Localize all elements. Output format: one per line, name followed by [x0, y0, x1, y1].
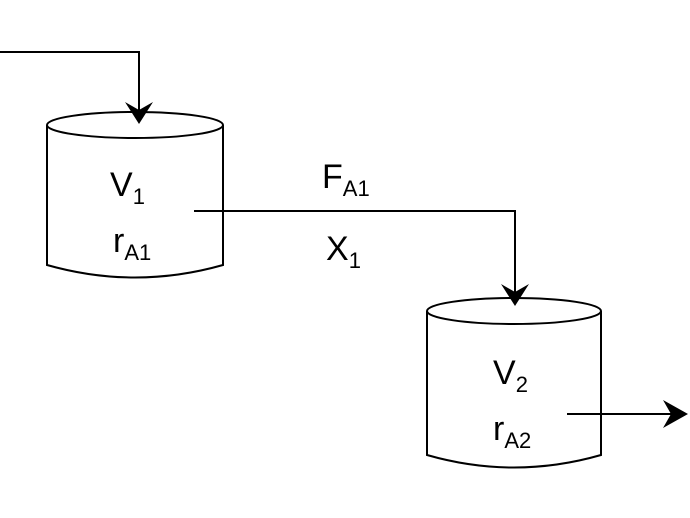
reactor-1-rate-subscript: A1	[124, 240, 152, 265]
reactor-1-rate-label: rA1	[113, 224, 151, 264]
stream-conversion-symbol: X	[326, 230, 349, 268]
reactor-1-volume-symbol: V	[110, 166, 133, 204]
reactor-2-rate-subscript: A2	[504, 428, 532, 453]
outlet-arrowhead	[663, 400, 688, 428]
reactor-1-volume-label: V1	[110, 168, 145, 208]
stream-flow-symbol: F	[322, 158, 343, 196]
stream-conversion-subscript: 1	[348, 248, 361, 273]
reactor-1-body	[46, 125, 224, 279]
reactor-1-rate-symbol: r	[113, 222, 125, 260]
connecting-stream-arrowhead	[501, 284, 529, 306]
reactor-2-body	[426, 311, 602, 469]
reactor-2-tank	[426, 297, 602, 469]
stream-conversion-label: X1	[326, 232, 361, 272]
connecting-stream-line	[194, 210, 516, 302]
reactor-1-tank	[46, 111, 224, 279]
reactor-2-rate-symbol: r	[493, 410, 505, 448]
stream-flow-subscript: A1	[342, 176, 370, 201]
reactor-2-top	[426, 297, 602, 325]
reactor-2-volume-subscript: 2	[515, 372, 528, 397]
reactor-1-top	[46, 111, 224, 139]
feed-inlet-line	[0, 51, 140, 120]
stream-flow-label: FA1	[322, 160, 370, 200]
reactor-2-rate-label: rA2	[493, 412, 531, 452]
reactor-2-volume-symbol: V	[493, 354, 516, 392]
reactor-1-volume-subscript: 1	[132, 184, 145, 209]
reactor-2-volume-label: V2	[493, 356, 528, 396]
